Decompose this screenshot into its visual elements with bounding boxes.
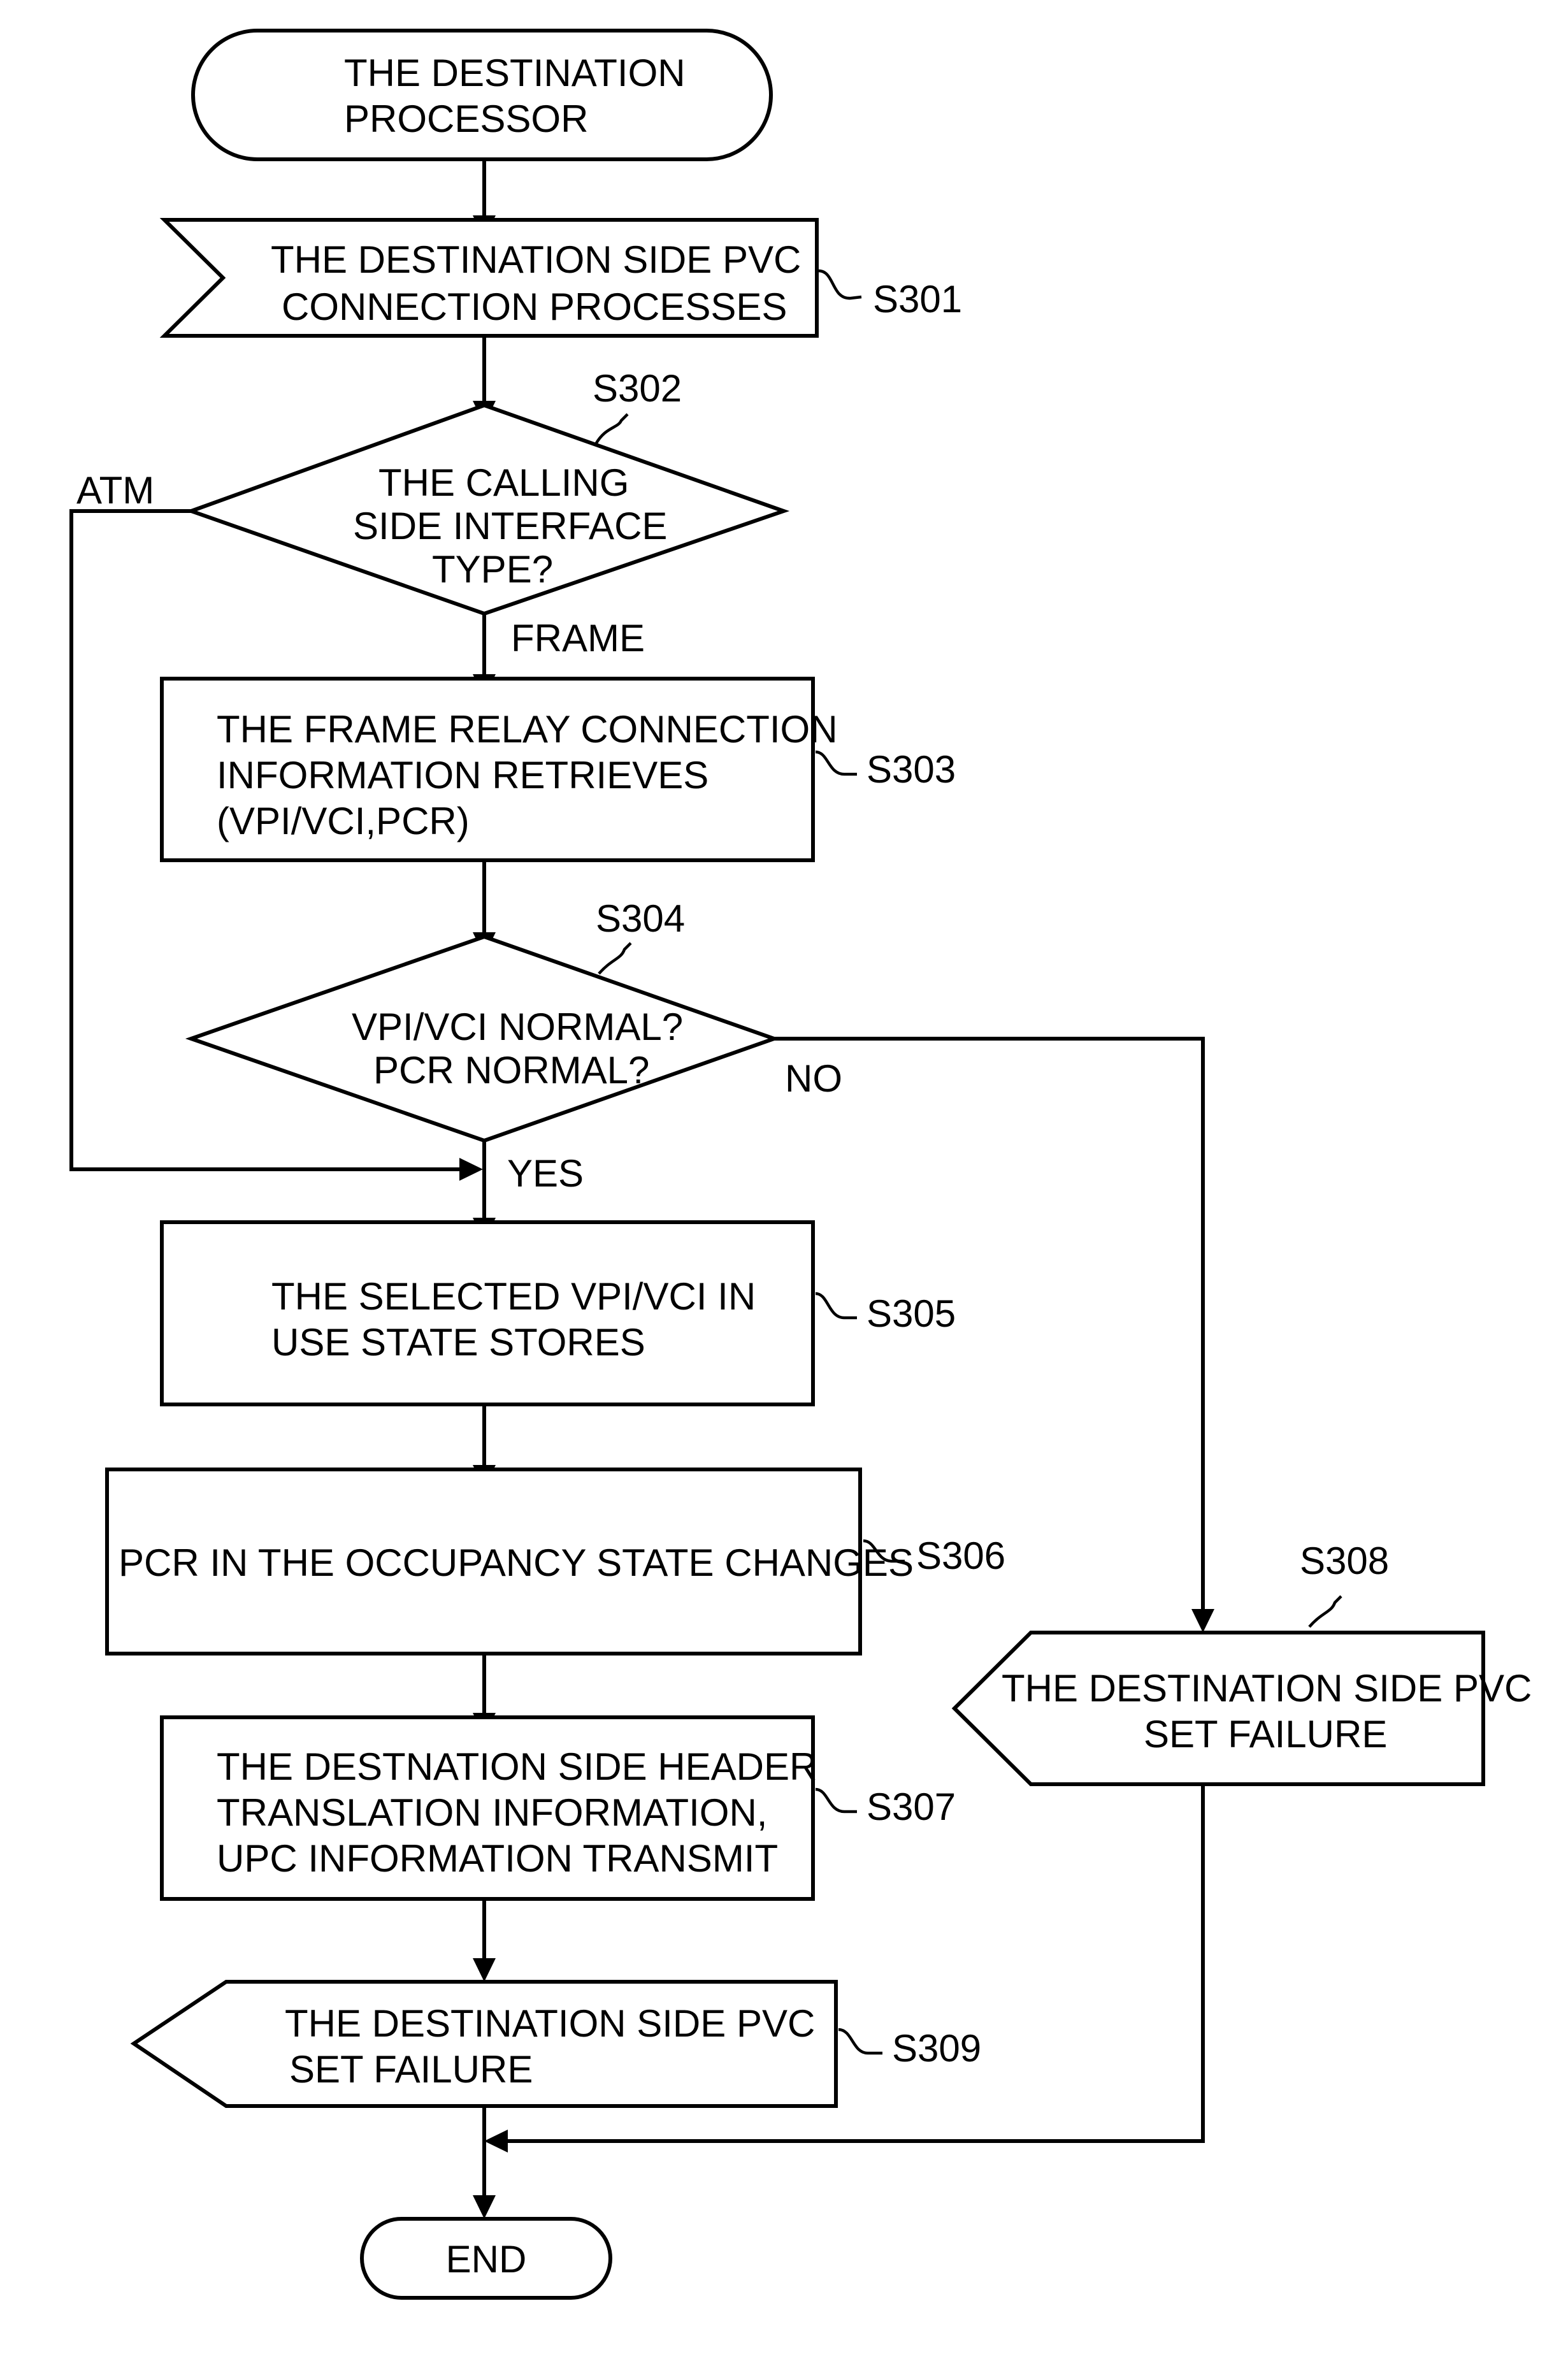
s309-line-2: SET FAILURE [289, 2048, 533, 2091]
arrowhead-s308 [1191, 1609, 1214, 1633]
s302-line-1: THE CALLING [378, 461, 629, 504]
s307-label: S307 [867, 1785, 956, 1828]
s303-line-1: THE FRAME RELAY CONNECTION [217, 708, 838, 751]
s304-leader [599, 943, 631, 974]
s305-label: S305 [867, 1292, 956, 1335]
step-s309: THE DESTINATION SIDE PVC SET FAILURE S30… [134, 1982, 981, 2106]
end-terminator: END [362, 2219, 610, 2298]
s303-leader [816, 752, 857, 774]
arrowhead-atm-join [459, 1158, 483, 1181]
s301-label: S301 [873, 278, 962, 321]
arrowhead-end [473, 2195, 496, 2219]
s302-label: S302 [593, 367, 682, 410]
s302-leader [596, 414, 628, 444]
s302-line-3: TYPE? [432, 548, 553, 591]
step-s308: THE DESTINATION SIDE PVC SET FAILURE S30… [954, 1540, 1532, 1784]
s301-line-1: THE DESTINATION SIDE PVC [271, 238, 801, 281]
start-line-1: THE DESTINATION [344, 52, 686, 94]
s308-line-2: SET FAILURE [1144, 1713, 1387, 1756]
s302-line-2: SIDE INTERFACE [353, 505, 667, 547]
s308-line-1: THE DESTINATION SIDE PVC [1002, 1667, 1532, 1710]
step-s305: THE SELECTED VPI/VCI IN USE STATE STORES… [162, 1222, 956, 1404]
s306-line-1: PCR IN THE OCCUPANCY STATE CHANGES [119, 1541, 914, 1584]
step-s303: THE FRAME RELAY CONNECTION INFORMATION R… [162, 679, 956, 860]
s304-line-1: VPI/VCI NORMAL? [352, 1006, 683, 1048]
frame-branch-label: FRAME [511, 617, 645, 660]
s305-line-1: THE SELECTED VPI/VCI IN [271, 1275, 756, 1318]
start-line-2: PROCESSOR [344, 97, 588, 140]
s307-line-3: UPC INFORMATION TRANSMIT [217, 1837, 778, 1880]
s307-leader [816, 1789, 857, 1812]
s308-leader [1309, 1596, 1341, 1627]
step-s302: THE CALLING SIDE INTERFACE TYPE? S302 AT… [76, 367, 784, 660]
s309-line-1: THE DESTINATION SIDE PVC [285, 2002, 815, 2045]
s305-line-2: USE STATE STORES [271, 1321, 645, 1364]
s301-leader [819, 271, 861, 298]
s303-line-2: INFORMATION RETRIEVES [217, 754, 708, 797]
no-branch-label: NO [785, 1057, 842, 1100]
s303-label: S303 [867, 748, 956, 791]
step-s306: PCR IN THE OCCUPANCY STATE CHANGES S306 [107, 1469, 1005, 1654]
start-terminator: THE DESTINATION PROCESSOR [193, 31, 771, 159]
arrowhead-return-join [484, 2130, 508, 2153]
step-s301: THE DESTINATION SIDE PVC CONNECTION PROC… [164, 220, 962, 336]
s304-label: S304 [596, 897, 685, 940]
end-label: END [446, 2238, 527, 2281]
s305-leader [816, 1294, 857, 1318]
s309-leader [838, 2030, 882, 2053]
yes-branch-label: YES [507, 1152, 584, 1195]
atm-branch-label: ATM [76, 469, 154, 512]
s303-line-3: (VPI/VCI,PCR) [217, 800, 470, 842]
s307-line-2: TRANSLATION INFORMATION, [217, 1791, 767, 1834]
arrowhead-s309 [473, 1958, 496, 1982]
step-s304: VPI/VCI NORMAL? PCR NORMAL? S304 NO YES [191, 897, 842, 1195]
s301-line-2: CONNECTION PROCESSES [282, 285, 787, 328]
s307-line-1: THE DESTNATION SIDE HEADER [217, 1745, 817, 1788]
s308-label: S308 [1300, 1540, 1389, 1582]
step-s307: THE DESTNATION SIDE HEADER TRANSLATION I… [162, 1717, 956, 1899]
s304-line-2: PCR NORMAL? [373, 1049, 649, 1092]
s309-label: S309 [892, 2027, 981, 2070]
s306-label: S306 [916, 1534, 1005, 1577]
